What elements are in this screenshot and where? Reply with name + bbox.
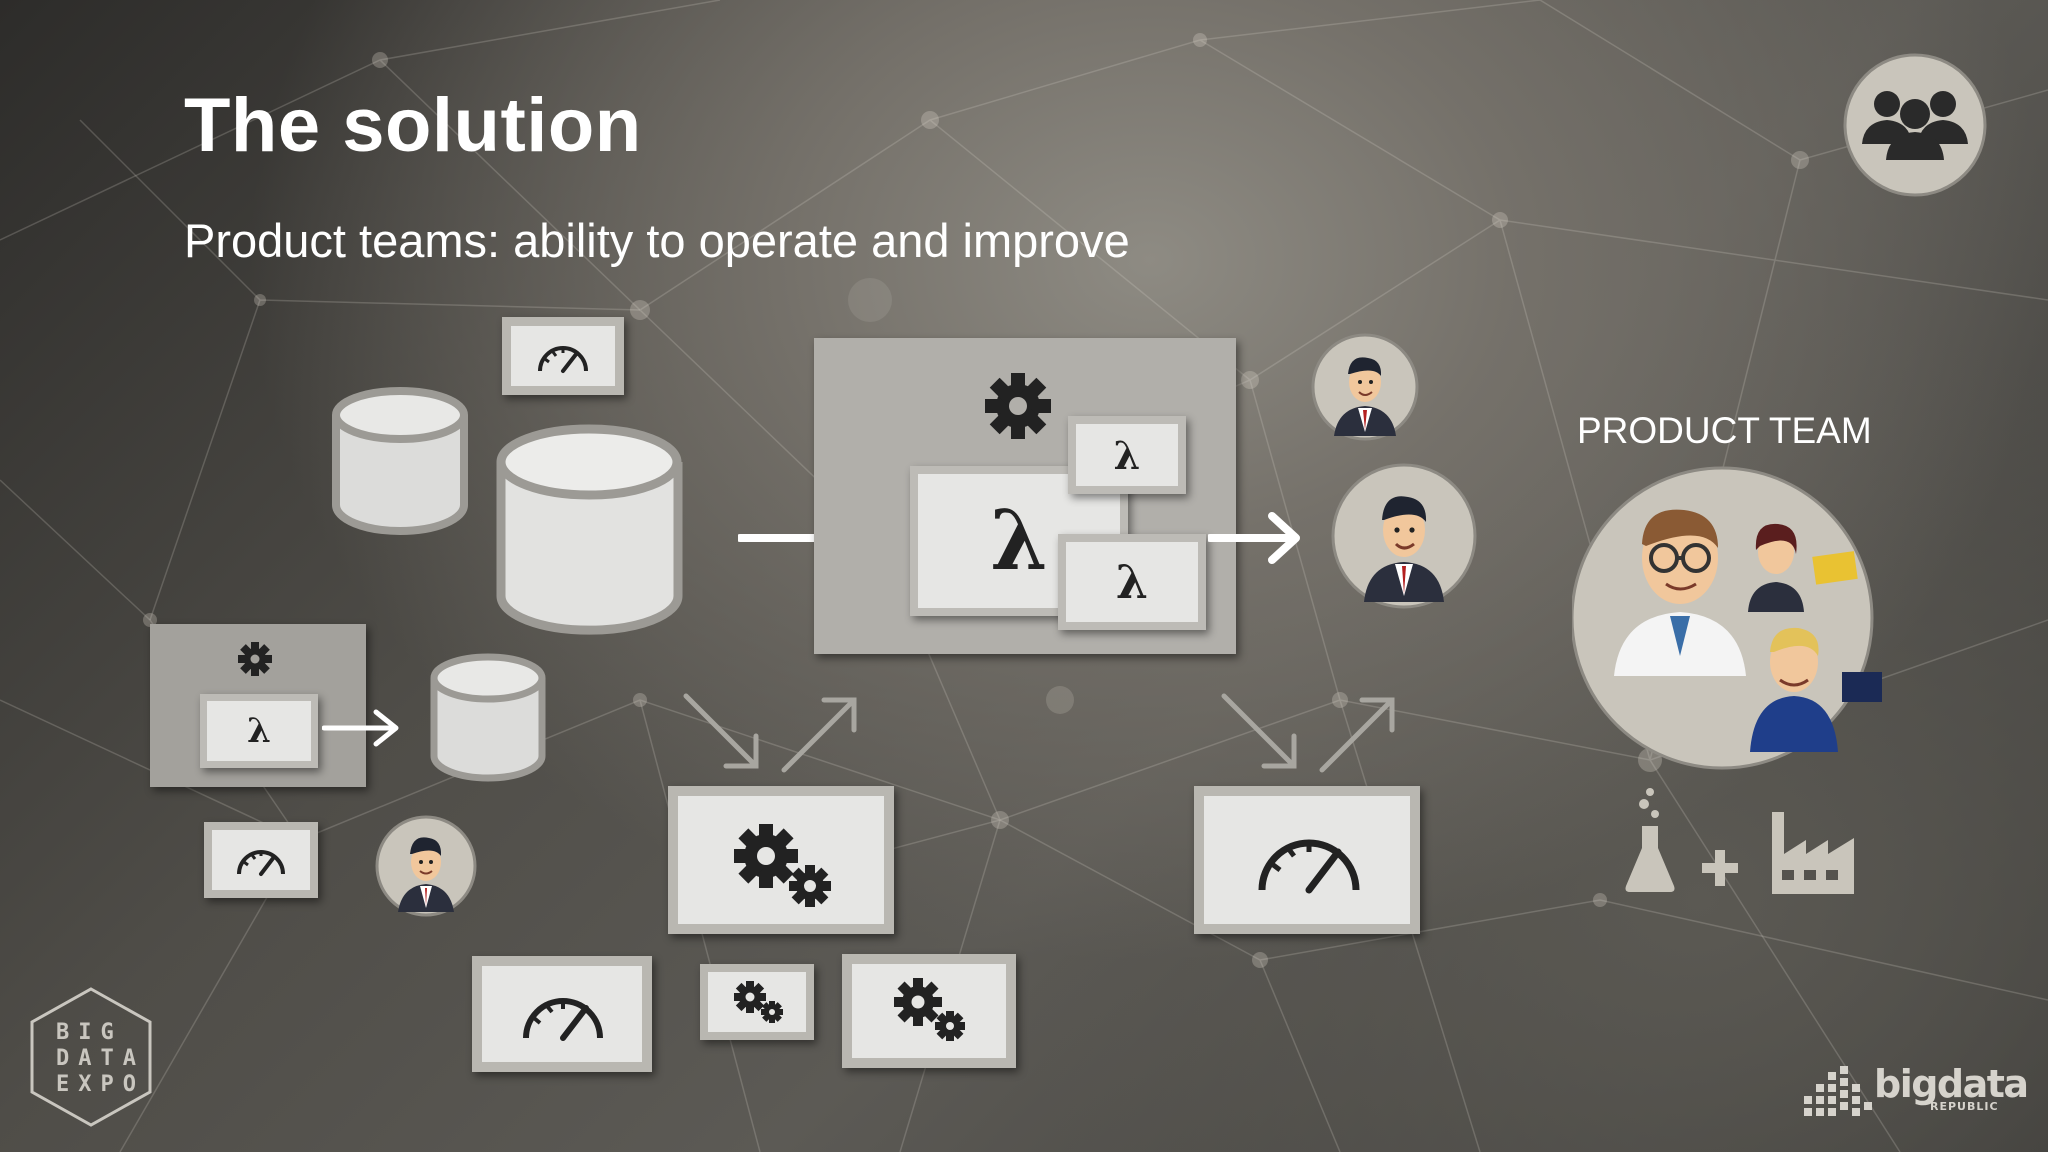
speedometer-icon [237, 850, 285, 876]
businessman-icon [1311, 333, 1419, 441]
worker-figure [1750, 627, 1882, 752]
lambda-panel: λ [1068, 416, 1186, 494]
lambda-icon: λ [990, 493, 1048, 589]
slide-title: The solution [184, 83, 642, 168]
plus-icon [1702, 850, 1738, 886]
lambda-icon: λ [1113, 432, 1141, 478]
lambda-icon: λ [1115, 555, 1149, 609]
lambda-panel: λ [200, 694, 318, 768]
database-icon [430, 653, 546, 782]
gears-icon [734, 981, 783, 1023]
operations-panel [668, 786, 894, 934]
businessman-icon [1331, 463, 1477, 609]
monitor-panel [1194, 786, 1420, 934]
big-data-expo-logo [30, 987, 152, 1127]
lambda-icon: λ [247, 711, 271, 751]
feedback-arrows [683, 693, 857, 773]
database-icon [496, 424, 683, 635]
logo-line: EXPO [56, 1072, 145, 1097]
logo-line: DATA [56, 1046, 145, 1071]
monitor-panel [502, 317, 624, 395]
speedometer-icon [1258, 839, 1360, 894]
gear-icon [238, 642, 272, 676]
product-team-circle [1572, 466, 1882, 770]
bigdata-republic-logo-mark [1804, 1066, 1872, 1116]
arrow-icon [1208, 512, 1300, 564]
speedometer-icon [523, 998, 603, 1041]
logo-line: BIG [56, 1020, 123, 1045]
businesswoman-figure [1748, 523, 1858, 612]
gear-icon [985, 373, 1051, 439]
monitor-panel [472, 956, 652, 1072]
database-icon [332, 387, 468, 535]
feedback-arrows [1221, 693, 1395, 773]
lambda-panel: λ [1058, 534, 1206, 630]
operations-panel [842, 954, 1016, 1068]
speedometer-icon [538, 346, 588, 373]
gears-icon [734, 824, 831, 907]
arrow-icon [322, 709, 399, 747]
businessman-icon [375, 815, 477, 917]
operations-panel [700, 964, 814, 1040]
scientist-figure [1614, 509, 1746, 676]
people-group-icon [1843, 53, 1987, 197]
processing-block: λ [150, 624, 366, 787]
slide-subtitle: Product teams: ability to operate and im… [184, 214, 1130, 267]
gears-icon [894, 978, 965, 1041]
factory-icon [1772, 812, 1854, 894]
company-logo-text: bigdata [1874, 1062, 2029, 1106]
monitor-panel [204, 822, 318, 898]
processing-block: λ λ λ [814, 338, 1236, 654]
product-team-label: PRODUCT TEAM [1577, 410, 1872, 451]
company-logo-subtext: REPUBLIC [1930, 1100, 1999, 1113]
flask-icon [1625, 788, 1675, 892]
